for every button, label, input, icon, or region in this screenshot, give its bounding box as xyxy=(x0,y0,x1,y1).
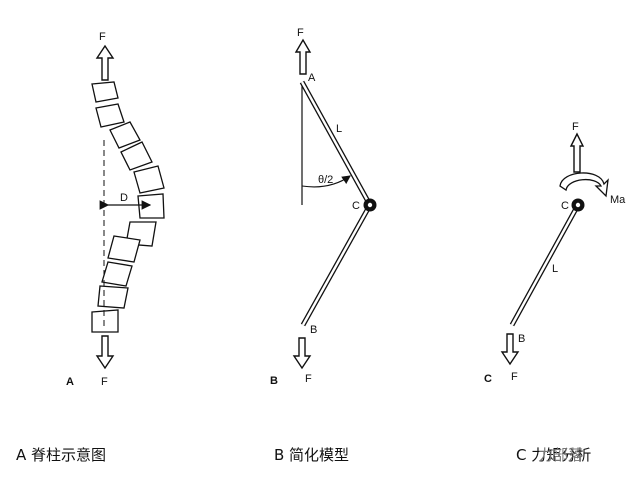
vertebra xyxy=(91,81,119,103)
vertebra xyxy=(107,235,141,263)
caption-panel-c: C 力矩分析 xyxy=(516,446,592,464)
panel-a-dimension-label: D xyxy=(120,192,128,204)
vertebra xyxy=(95,103,125,128)
panel-b-force-top-label: F xyxy=(297,27,304,39)
panel-b-tag: B xyxy=(270,375,278,387)
panel-b-point-c-label: C xyxy=(352,200,360,212)
panel-b-point-a-label: A xyxy=(308,72,316,84)
panel-b-force-bottom-label: F xyxy=(305,373,312,385)
panel-b-force-arrow-down xyxy=(292,337,312,370)
panel-b-point-b-label: B xyxy=(310,324,317,336)
caption-panel-b: B 简化模型 xyxy=(274,446,350,464)
vertebra xyxy=(109,121,141,149)
panel-a-force-arrow-up xyxy=(95,44,115,81)
panel-c-point-b-label: B xyxy=(518,333,525,345)
panel-a-tag: A xyxy=(66,376,74,388)
vertebra xyxy=(120,141,153,171)
panel-a-force-arrow-down xyxy=(95,335,115,370)
panel-a-vertebrae xyxy=(91,81,165,333)
panel-b-force-arrow-up xyxy=(294,38,312,75)
panel-b-length-label: L xyxy=(336,123,342,135)
vertebra xyxy=(133,165,165,194)
vertebra xyxy=(97,285,129,309)
panel-a-spine: F D F A xyxy=(66,31,165,388)
vertebra xyxy=(101,261,133,287)
panel-b-model: F θ/2 A L C B F B xyxy=(270,27,377,387)
panel-a-force-top-label: F xyxy=(99,31,106,43)
panel-b-angle-label: θ/2 xyxy=(318,174,333,186)
panel-c-moment: F Ma C L B F C xyxy=(484,121,626,385)
panel-c-force-bottom-label: F xyxy=(511,371,518,383)
caption-panel-a: A 脊柱示意图 xyxy=(16,446,107,464)
panel-c-force-arrow-down xyxy=(500,333,520,366)
panel-c-moment-label: Ma xyxy=(610,194,626,206)
panel-b-angle-arc xyxy=(301,175,351,188)
panel-c-moment-arrow xyxy=(559,172,609,198)
panel-c-tag: C xyxy=(484,373,492,385)
watermark: 力部落 xyxy=(538,446,584,464)
panel-c-force-top-label: F xyxy=(572,121,579,133)
panel-c-length-label: L xyxy=(552,263,558,275)
vertebra xyxy=(91,309,119,333)
panel-a-force-bottom-label: F xyxy=(101,376,108,388)
panel-c-force-arrow-up xyxy=(569,132,585,173)
panel-c-point-c-label: C xyxy=(561,200,569,212)
vertebra xyxy=(137,193,165,219)
